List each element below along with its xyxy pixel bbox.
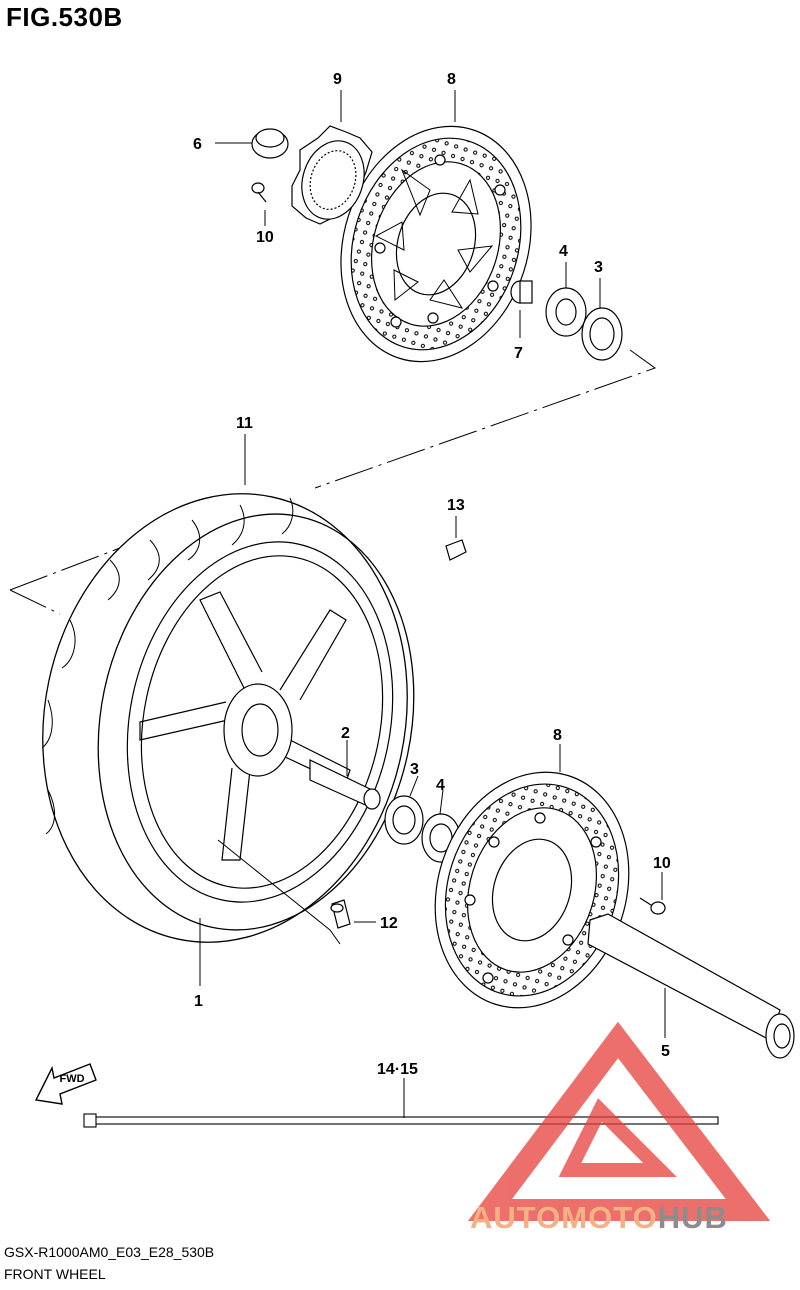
callout-2: 2 [341,725,350,742]
lower-disc-bolt [639,897,666,915]
axle-sleeve [309,759,381,810]
leader-lines [199,90,666,1118]
wire-band [83,1113,719,1128]
callout-8-upper: 8 [447,71,456,88]
valve [330,899,351,929]
callout-4-lower: 4 [436,777,445,794]
upper-bearing [581,307,623,361]
figure-name: FRONT WHEEL [4,1266,106,1282]
callout-7: 7 [514,345,523,362]
callout-13: 13 [447,497,465,514]
callout-9: 9 [333,71,342,88]
lower-brake-disc [434,771,630,1009]
callout-5: 5 [661,1043,670,1060]
upper-brake-disc [340,125,532,363]
callout-1: 1 [194,993,203,1010]
upper-disc-bolt [251,182,267,203]
automotohub-logo [467,1021,771,1221]
callout-11: 11 [236,415,253,432]
collar-nut [251,128,289,159]
abs-sensor-rotor [291,125,373,225]
exploded-view-guide [9,349,657,615]
watermark-part-a: AUTOMOTO [470,1200,658,1235]
callout-10-lower: 10 [653,855,671,872]
watermark-text: AUTOMOTOHUB [470,1200,728,1236]
callout-3-upper: 3 [594,259,603,276]
callout-8-lower: 8 [553,727,562,744]
callout-10-upper: 10 [256,229,274,246]
watermark-part-b: HUB [657,1200,728,1235]
upper-spacer [510,280,533,304]
fwd-arrow-icon: FWD [34,1063,97,1105]
figure-code: GSX-R1000AM0_E03_E28_530B [4,1244,215,1260]
wheel-rim [126,541,394,903]
figure-title: FIG.530B [6,2,123,32]
balancer-weight [445,539,467,561]
callout-3-lower: 3 [410,761,419,778]
fwd-label: FWD [59,1073,84,1085]
callout-6: 6 [193,136,202,153]
callout-14-15: 14·15 [377,1061,418,1078]
upper-oil-seal [545,287,587,337]
lower-bearing [384,795,424,845]
callout-4-upper: 4 [559,243,568,260]
front-axle [587,913,795,1059]
callout-12: 12 [380,915,398,932]
